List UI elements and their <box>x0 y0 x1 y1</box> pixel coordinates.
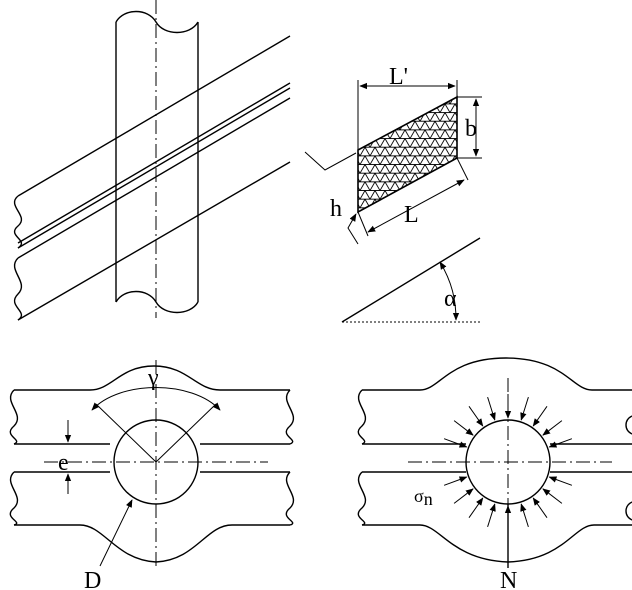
band2-bottom-edge <box>17 161 291 321</box>
br-left-break-upper <box>357 389 367 445</box>
right-break-upper <box>285 389 295 445</box>
pressure-arrow <box>542 420 563 436</box>
label-alpha: α <box>444 286 457 312</box>
bottom-left-view: γ e D <box>9 360 295 590</box>
d-leader <box>99 499 133 567</box>
label-b: b <box>465 116 477 142</box>
pressure-arrow <box>548 438 573 448</box>
label-gamma: γ <box>147 365 159 391</box>
bottom-right-view: N σn <box>357 357 632 590</box>
pressure-arrow <box>532 406 548 427</box>
bands-left-break <box>13 195 23 249</box>
pressure-arrow <box>468 406 484 427</box>
left-break-upper <box>9 389 19 445</box>
pressure-arrow <box>453 488 474 504</box>
rod-top-break <box>115 10 199 34</box>
sigma-subscript: n <box>424 489 433 509</box>
pressure-arrow <box>453 420 474 436</box>
pressure-arrow <box>443 476 468 486</box>
bands-left-break-2 <box>13 257 23 321</box>
label-h: h <box>330 196 342 222</box>
pressure-arrow <box>532 497 548 518</box>
pressure-arrow <box>520 503 529 528</box>
pressure-arrow <box>487 396 496 421</box>
label-l: L <box>404 202 419 228</box>
label-l-prime: L' <box>389 64 408 90</box>
label-d: D <box>84 568 101 590</box>
alpha-arc <box>439 261 460 321</box>
pressure-arrow <box>487 503 496 528</box>
gamma-arc <box>91 387 221 411</box>
band1-top-edge <box>17 35 291 197</box>
band1-bottom-edge <box>17 87 291 249</box>
label-e: e <box>58 450 69 476</box>
pressure-arrow <box>520 396 529 421</box>
l-ext-left <box>357 211 369 237</box>
pressure-arrow <box>548 476 573 486</box>
sigma-symbol: σ <box>414 486 424 506</box>
br-plate-upper-top <box>362 357 632 391</box>
gamma-ray-left <box>95 403 157 463</box>
pressure-arrows <box>443 394 573 530</box>
gamma-ray-right <box>155 403 217 463</box>
br-right-partial-upper <box>625 415 632 435</box>
br-left-break-lower <box>357 471 367 526</box>
l-ext-right <box>456 157 469 181</box>
h-leader-bottom <box>347 213 359 245</box>
h-leader-top <box>304 151 357 171</box>
band1-inner-edge <box>17 82 291 244</box>
br-right-partial-lower <box>625 501 632 521</box>
alpha-incline-line <box>341 237 481 323</box>
left-break-lower <box>9 471 19 526</box>
top-left-view <box>13 0 291 321</box>
br-plate-lower-bottom <box>362 524 632 563</box>
plate-upper-top <box>14 365 290 391</box>
pressure-arrow <box>443 438 468 448</box>
band2-top-edge <box>17 97 291 259</box>
right-break-lower <box>285 471 295 526</box>
l-dim-line <box>367 179 465 233</box>
pressure-arrow <box>542 488 563 504</box>
label-n: N <box>500 568 517 590</box>
pressure-arrow <box>468 497 484 518</box>
rod-bottom-break <box>115 290 199 314</box>
plate-lower-bottom <box>14 524 290 563</box>
label-sigma-n: σn <box>414 486 433 509</box>
weld-section: L' b h L α <box>304 64 482 323</box>
weld-hatched-area <box>357 95 458 214</box>
